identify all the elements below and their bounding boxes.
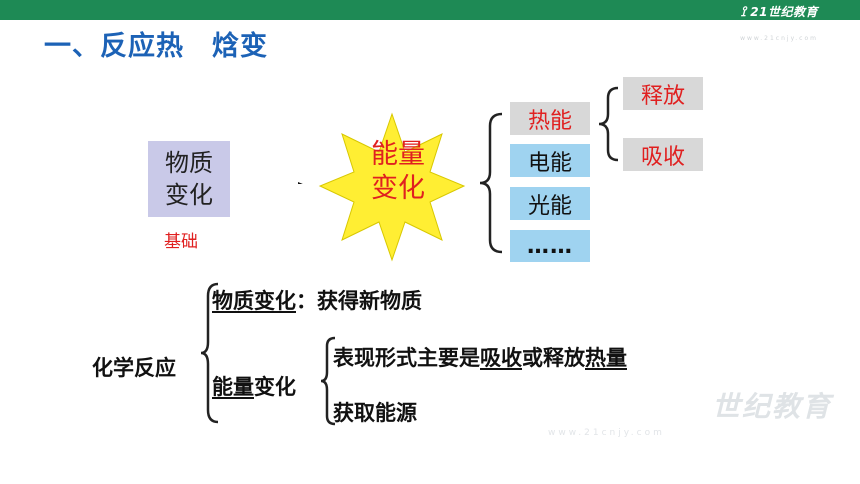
matter-change-rest: ：获得新物质 bbox=[296, 289, 422, 313]
basis-label: 基础 bbox=[164, 232, 198, 252]
watermark-url: www.21cnjy.com bbox=[548, 428, 665, 438]
energy-change-label: 能量 变化 bbox=[346, 138, 450, 206]
brand-url: www.21cnjy.com bbox=[740, 35, 818, 42]
form-light-box: 光能 bbox=[510, 187, 590, 220]
form-electric-box: 电能 bbox=[510, 144, 590, 177]
matter-change-underlined: 物质变化 bbox=[212, 289, 296, 313]
branch-energy-change: 能量变化 bbox=[212, 371, 296, 401]
branch-matter-change: 物质变化：获得新物质 bbox=[212, 285, 422, 315]
header-bar: ⟟21世纪教育 bbox=[0, 0, 860, 20]
release-text: 或释放 bbox=[522, 346, 585, 370]
matter-change-box: 物质 变化 bbox=[148, 141, 230, 217]
brace-reaction bbox=[200, 282, 219, 424]
form-heat-box: 热能 bbox=[510, 102, 590, 135]
energy-change-star bbox=[318, 112, 466, 262]
energy-rest: 变化 bbox=[254, 375, 296, 399]
absorb-underlined: 吸收 bbox=[480, 346, 522, 370]
form-text: 表现形式主要是 bbox=[333, 346, 480, 370]
energy-sub-form: 表现形式主要是吸收或释放热量 bbox=[333, 342, 627, 372]
brand-logo: ⟟21世纪教育 bbox=[741, 3, 818, 20]
brand-text: 21世纪教育 bbox=[750, 5, 818, 19]
heat-underlined: 热量 bbox=[585, 346, 627, 370]
runner-icon: ⟟ bbox=[740, 4, 747, 20]
watermark: 世纪教育 bbox=[712, 390, 833, 423]
brace-heat bbox=[598, 86, 619, 162]
energy-sub-source: 获取能源 bbox=[333, 401, 417, 425]
page-title: 一、反应热 焓变 bbox=[44, 31, 268, 62]
heat-absorb-box: 吸收 bbox=[623, 138, 703, 171]
brace-energy-forms bbox=[479, 112, 503, 254]
heat-release-box: 释放 bbox=[623, 77, 703, 110]
arrow-icon bbox=[298, 182, 303, 184]
energy-underlined: 能量 bbox=[212, 375, 254, 399]
energy-line-1: 能量 bbox=[371, 139, 425, 170]
chemical-reaction-label: 化学反应 bbox=[92, 356, 176, 380]
matter-line-2: 变化 bbox=[165, 181, 213, 209]
matter-line-1: 物质 bbox=[165, 149, 213, 177]
energy-line-2: 变化 bbox=[371, 173, 425, 204]
form-more-box: …… bbox=[510, 230, 590, 262]
brace-energy bbox=[320, 336, 336, 426]
